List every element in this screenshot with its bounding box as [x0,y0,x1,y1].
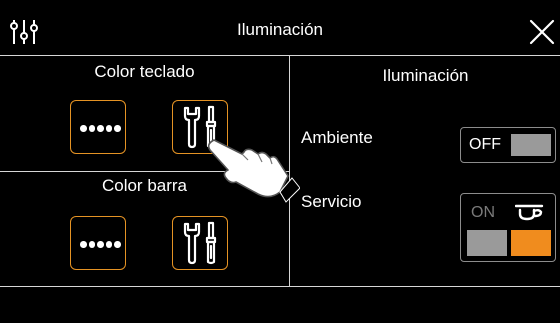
color-barra-title: Color barra [101,176,188,195]
vertical-divider [289,56,290,286]
settings-sliders-icon[interactable] [8,16,40,48]
close-icon[interactable] [528,18,556,46]
ambiente-toggle-state: OFF [469,136,501,153]
servicio-toggle-state: ON [471,204,495,221]
servicio-off-swatch[interactable] [467,230,507,256]
servicio-toggle[interactable]: ON [460,193,556,262]
dots-pattern-icon [80,241,121,249]
servicio-label: Servicio [301,192,362,211]
teclado-pattern-button[interactable] [70,100,126,154]
color-teclado-title: Color teclado [94,62,195,81]
ambiente-toggle[interactable]: OFF [460,127,556,163]
iluminacion-section-title: Iluminación [382,66,469,85]
servicio-on-swatch[interactable] [511,230,551,256]
dots-pattern-icon [80,125,121,133]
barra-pattern-button[interactable] [70,216,126,270]
cup-icon [515,204,544,221]
ambiente-toggle-swatch [511,134,551,156]
wrench-screwdriver-icon [183,221,217,265]
left-middle-divider [0,171,289,172]
barra-settings-button[interactable] [172,216,228,270]
ambiente-label: Ambiente [301,128,373,147]
footer-divider [0,286,560,287]
header-divider [0,55,560,56]
title-bar: Iluminación [0,10,560,54]
hand-pointer-icon [207,139,300,203]
page-title: Iluminación [237,20,323,39]
